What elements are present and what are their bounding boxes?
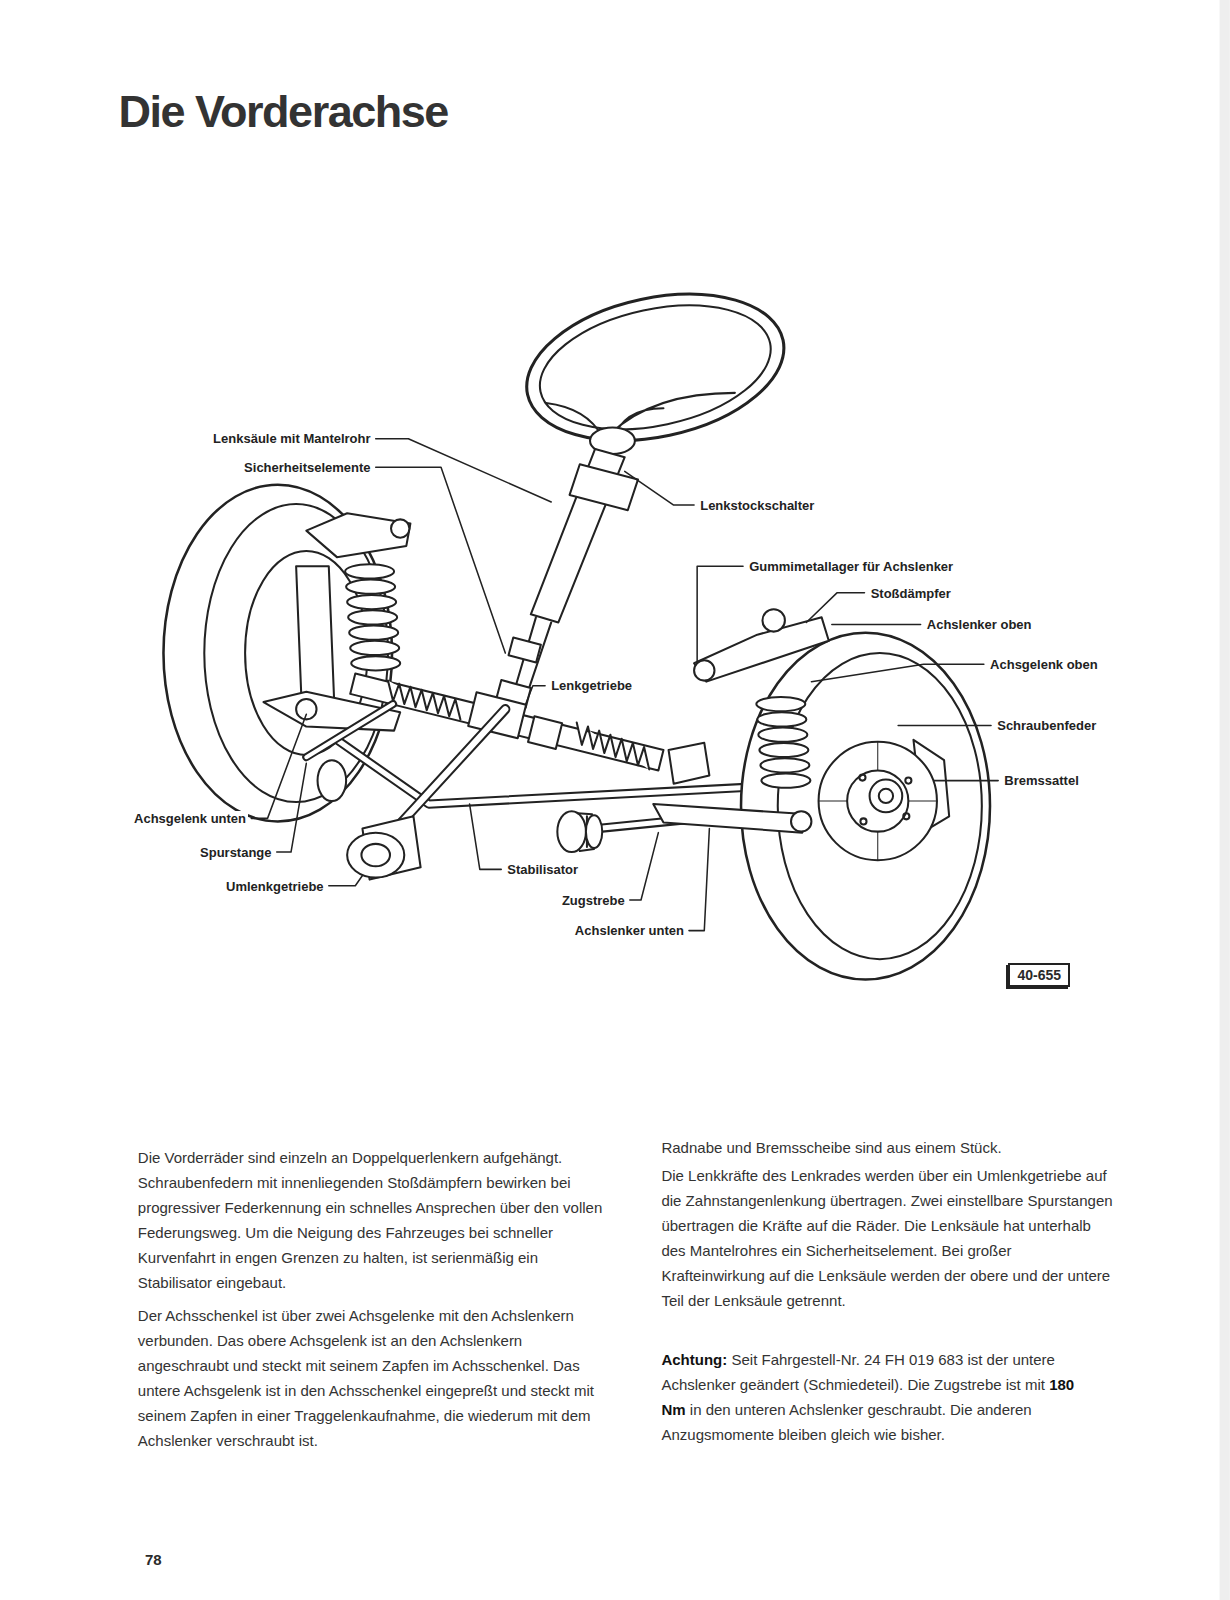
callout-label: Achslenker unten [573,923,686,938]
figure-number-box: 40-655 [1008,963,1070,987]
body-paragraph: Radnabe und Bremsscheibe sind aus einem … [661,1135,1112,1160]
callout-label: Schraubenfeder [995,718,1098,733]
note-text: in den unteren Achslenker geschraubt. Di… [661,1401,1031,1443]
callout-label: Achsgelenk oben [988,657,1100,672]
note-emphasis: Achtung: [661,1351,727,1368]
callout-label: Gummimetallager für Achslenker [747,559,955,574]
right-wheel [741,633,990,980]
steering-rack [350,673,663,770]
body-paragraph: Die Vorderräder sind einzeln an Doppelqu… [138,1145,603,1295]
left-suspension [263,513,410,801]
callout-label: Lenkgetriebe [549,678,634,693]
leader-lines [251,439,998,931]
steering-wheel [513,272,797,462]
callout-label: Lenksäule mit Mantelrohr [211,431,372,446]
callout-label: Achsgelenk unten [132,811,248,826]
figure-number: 40-655 [1017,967,1061,983]
text-column: Radnabe und Bremsscheibe sind aus einem … [661,1135,1112,1447]
right-suspension [653,609,829,832]
page-title: Die Vorderachse [118,86,447,138]
brake-disc [819,740,950,860]
note-paragraph: Achtung:Seit Fahrgestell-Nr. 24 FH 019 6… [661,1347,1112,1447]
callout-label: Umlenkgetriebe [224,879,326,894]
callout-label: Sicherheitselemente [242,460,372,475]
strut-bushing [557,811,602,852]
text-column: Die Vorderräder sind einzeln an Doppelqu… [138,1145,603,1453]
callout-label: Lenkstockschalter [698,498,816,513]
callout-label: Stabilisator [505,862,580,877]
page-edge [1220,0,1230,1600]
callout-label: Zugstrebe [560,893,627,908]
idler-gear [347,816,420,879]
callout-label: Bremssattel [1002,773,1080,788]
callout-label: Stoßdämpfer [869,586,953,601]
callout-label: Spurstange [198,845,274,860]
page-number: 78 [145,1551,162,1568]
body-paragraph: Der Achsschenkel ist über zwei Achsgelen… [138,1303,603,1453]
body-paragraph: Die Lenkkräfte des Lenkrades werden über… [661,1163,1112,1313]
callout-label: Achslenker oben [925,617,1034,632]
